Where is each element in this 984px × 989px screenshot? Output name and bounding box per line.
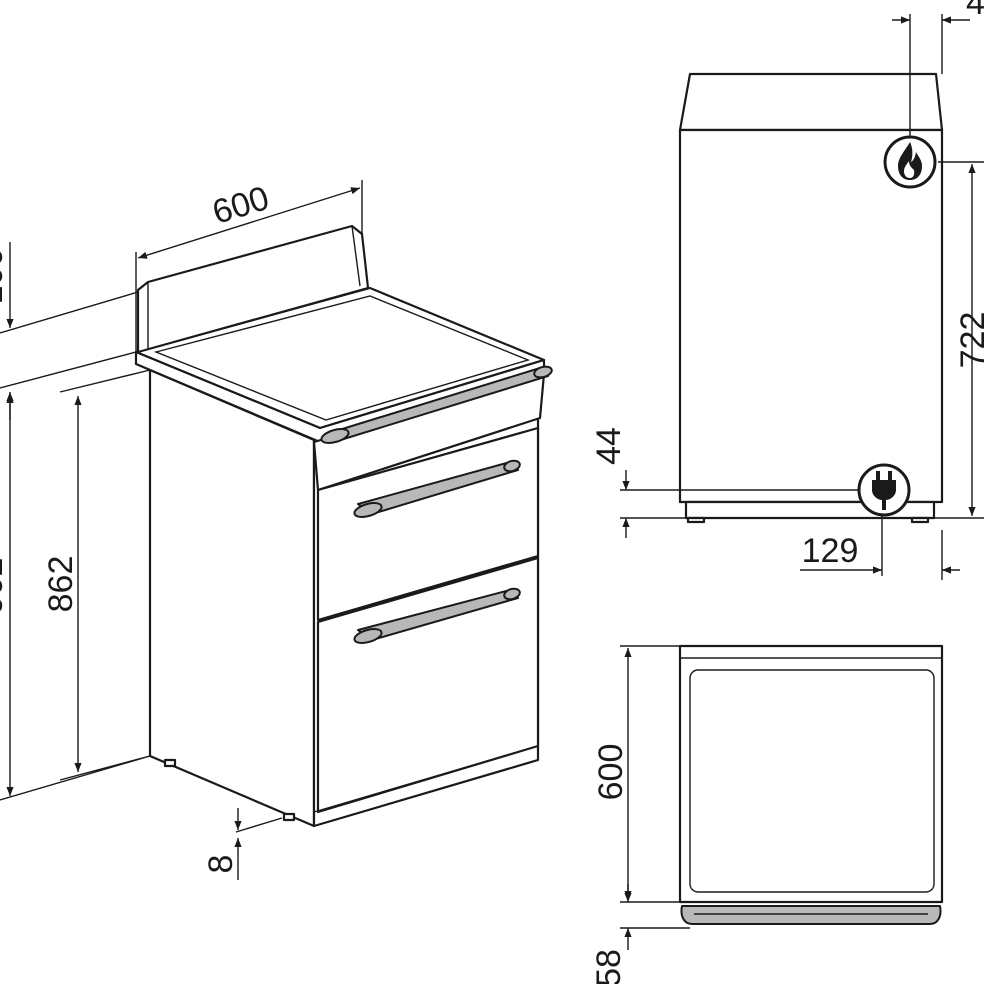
iso-upper-handle-cap: [353, 502, 383, 518]
iso-body-height-label: 862: [42, 556, 80, 613]
iso-foot-left: [163, 758, 177, 768]
plan-view: 600 58: [590, 644, 944, 987]
side-top-offset-label: 45: [966, 0, 984, 22]
plug-icon: [857, 463, 911, 517]
iso-side-panel: [148, 368, 316, 828]
plan-hob-inset: [689, 669, 935, 893]
plan-depth-label: 600: [592, 744, 630, 801]
side-view: 45 722 44 129: [590, 0, 984, 580]
iso-foot-front: [282, 812, 296, 822]
iso-rail-cap-right: [533, 365, 553, 379]
side-backguard: [678, 72, 944, 132]
iso-hob-inset: [153, 295, 531, 421]
flame-icon: [883, 135, 937, 189]
plan-front-rail: [680, 905, 942, 925]
iso-lower-handle-cap-r: [503, 587, 521, 601]
iso-width-dim-line: [137, 187, 361, 259]
iso-plinth: [313, 745, 539, 827]
iso-total-height-label: 902: [0, 558, 10, 615]
side-ext-lines: [620, 14, 984, 580]
side-body: [678, 128, 944, 504]
iso-lower-handle-cap: [353, 628, 383, 644]
iso-feet-label: 8: [202, 855, 240, 874]
iso-ext-lines: [0, 180, 363, 833]
isometric-view: 600 100 902 862 8: [0, 179, 553, 880]
iso-width-label: 600: [208, 179, 273, 232]
plan-ext-lines: [620, 645, 690, 929]
side-height-label: 722: [954, 312, 984, 369]
plan-handle-label: 58: [590, 949, 628, 984]
side-bottom-offset-label: 44: [590, 427, 628, 465]
iso-upper-handle-cap-r: [503, 459, 521, 473]
iso-backguard-label: 100: [0, 248, 10, 305]
plan-body: [678, 644, 944, 904]
side-rear-offset-label: 129: [802, 532, 859, 570]
iso-rail-cap-left: [320, 428, 350, 444]
